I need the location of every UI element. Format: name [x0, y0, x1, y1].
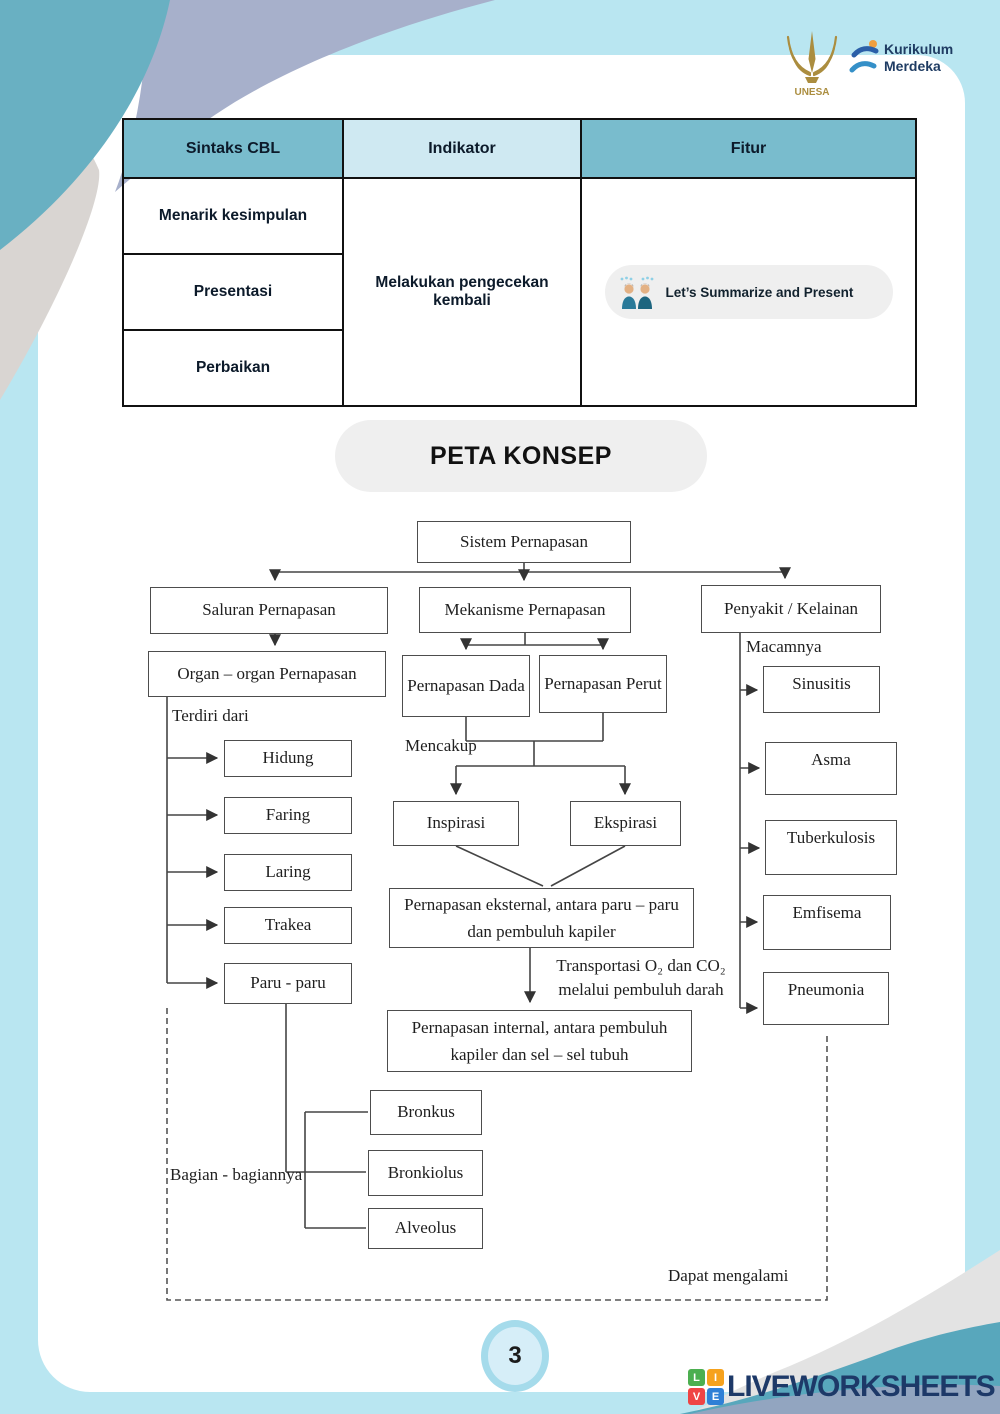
page-number-badge: 3 [481, 1320, 549, 1392]
label-dapat-mengalami: Dapat mengalami [668, 1266, 789, 1285]
node-sinusitis: Sinusitis [763, 666, 880, 713]
node-alveolus: Alveolus [368, 1208, 483, 1249]
unesa-label: UNESA [794, 87, 829, 98]
indikator-text: Melakukan pengecekan kembali [375, 274, 549, 309]
node-emfisema: Emfisema [763, 895, 891, 950]
lavender-swoosh-shape [115, 0, 495, 192]
node-organ-pernapasan: Organ – organ Pernapasan [148, 651, 386, 697]
teal-corner-shape [0, 0, 170, 250]
node-paru-paru: Paru - paru [224, 963, 352, 1004]
node-bronkus: Bronkus [370, 1090, 482, 1135]
node-inspirasi: Inspirasi [393, 801, 519, 846]
label-bagian-bagiannya: Bagian - bagiannya [170, 1165, 303, 1184]
table-row: Menarik kesimpulan Melakukan pengecekan … [122, 177, 917, 407]
header-indikator: Indikator [342, 118, 582, 179]
table-row: Presentasi [122, 253, 916, 331]
header-sintaks-cbl: Sintaks CBL [122, 118, 344, 179]
node-sistem-pernapasan: Sistem Pernapasan [417, 521, 631, 563]
dashed-frame [166, 1008, 828, 1301]
kurikulum-merdeka-label: Kurikulum Merdeka [884, 41, 953, 75]
logo-square-v: V [688, 1388, 705, 1405]
cell-indikator: Melakukan pengecekan kembali [342, 177, 582, 407]
cell-perbaikan: Perbaikan [122, 329, 344, 407]
label-terdiri-dari: Terdiri dari [172, 706, 249, 725]
node-pernapasan-dada: Pernapasan Dada [402, 655, 530, 717]
node-pneumonia: Pneumonia [763, 972, 889, 1025]
footer-decoration [0, 1250, 1000, 1414]
header-fitur: Fitur [580, 118, 917, 179]
node-asma: Asma [765, 742, 897, 795]
node-pernapasan-perut: Pernapasan Perut [539, 655, 667, 713]
label-mencakup: Mencakup [405, 736, 477, 755]
page-number: 3 [508, 1342, 522, 1369]
cell-menarik-kesimpulan: Menarik kesimpulan [122, 177, 344, 255]
label-macamnya: Macamnya [746, 637, 822, 656]
sintaks-table: Sintaks CBL Indikator Fitur Menarik kesi… [122, 118, 917, 407]
logo-square-i: I [707, 1369, 724, 1386]
node-saluran-pernapasan: Saluran Pernapasan [150, 587, 388, 634]
logo-square-e: E [707, 1388, 724, 1405]
liveworksheets-logo-icon: L I V E [688, 1369, 724, 1405]
liveworksheets-brand: L I V E LIVEWORKSHEETS [688, 1369, 996, 1405]
node-mekanisme-pernapasan: Mekanisme Pernapasan [419, 587, 631, 633]
node-ekspirasi: Ekspirasi [570, 801, 681, 846]
node-faring: Faring [224, 797, 352, 834]
logo-square-l: L [688, 1369, 705, 1386]
unesa-logo-icon: UNESA [786, 31, 838, 98]
two-people-talking-icon [620, 276, 653, 309]
label-transportasi-line2: melalui pembuluh darah [558, 979, 724, 999]
node-hidung: Hidung [224, 740, 352, 777]
node-laring: Laring [224, 854, 352, 891]
fitur-feature-pill: Let’s Summarize and Present [604, 265, 893, 319]
node-pernapasan-eksternal: Pernapasan eksternal, antara paru – paru… [389, 888, 694, 948]
cell-fitur: Let’s Summarize and Present [580, 177, 917, 407]
node-penyakit-kelainan: Penyakit / Kelainan [701, 585, 881, 633]
cell-presentasi: Presentasi [122, 253, 344, 331]
kurikulum-line2: Merdeka [884, 58, 941, 74]
label-transportasi: Transportasi O₂ dan CO₂ melalui pembuluh… [543, 954, 739, 1002]
table-row: Perbaikan [122, 329, 916, 407]
liveworksheets-wordmark: LIVEWORKSHEETS [727, 1370, 996, 1403]
label-transportasi-line1: Transportasi O₂ dan CO₂ [556, 956, 726, 975]
node-trakea: Trakea [224, 907, 352, 944]
fitur-label: Let’s Summarize and Present [665, 284, 854, 300]
page-title: PETA KONSEP [335, 420, 707, 492]
node-pernapasan-internal: Pernapasan internal, antara pembuluh kap… [387, 1010, 692, 1072]
kurikulum-line1: Kurikulum [884, 41, 954, 57]
node-bronkiolus: Bronkiolus [368, 1150, 483, 1196]
corner-decoration [0, 0, 495, 400]
node-tuberkulosis: Tuberkulosis [765, 820, 897, 875]
table-header-row: Sintaks CBL Indikator Fitur [122, 118, 917, 179]
kurikulum-merdeka-icon [849, 40, 879, 73]
bluegray-swoosh-shape [690, 1384, 1000, 1414]
